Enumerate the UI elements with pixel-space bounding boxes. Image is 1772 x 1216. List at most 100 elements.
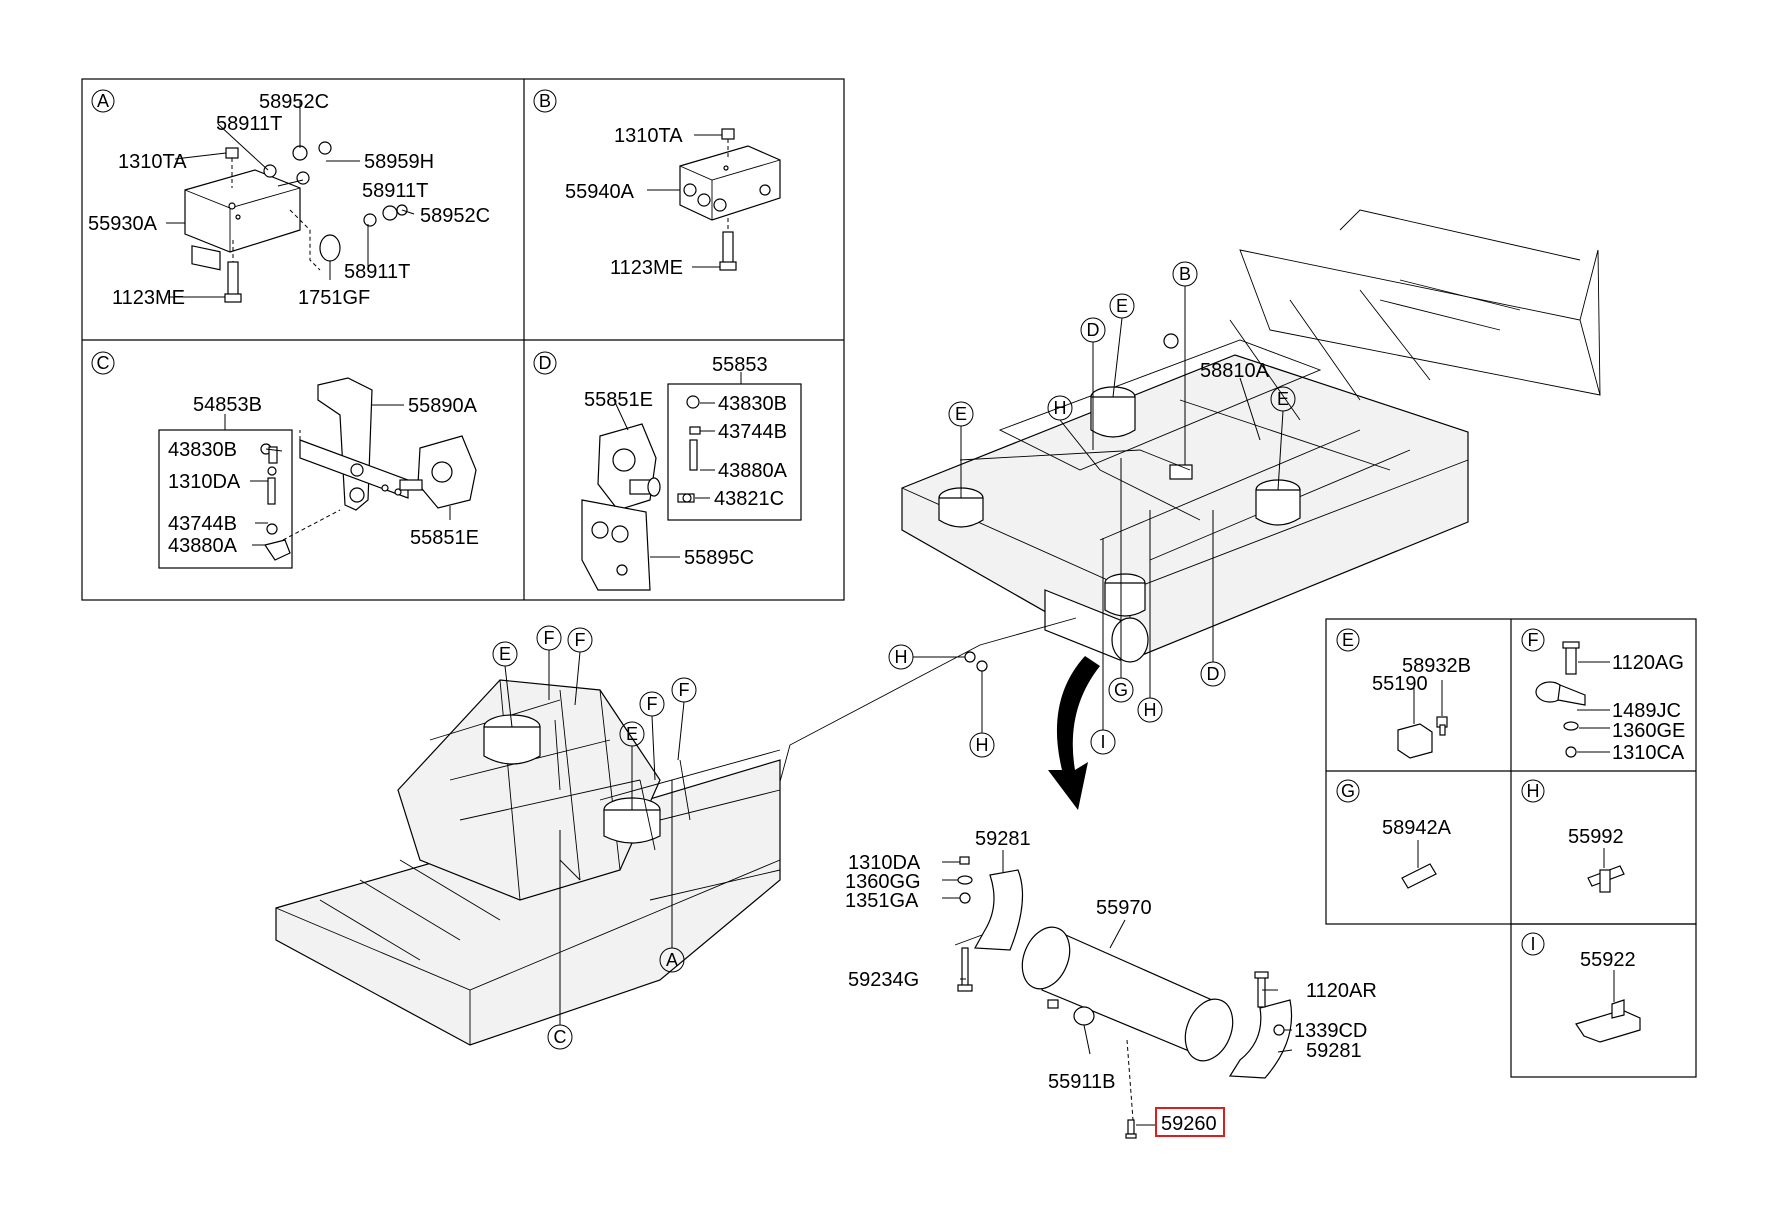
svg-text:H: H: [976, 735, 989, 755]
detail-grid-top-left: [81, 78, 845, 601]
f-label-1360ge: 1360GE: [1612, 720, 1685, 742]
a-label-1310ta: 1310TA: [118, 151, 187, 173]
svg-text:E: E: [499, 644, 511, 664]
section-e: E 58932B 55190: [1336, 628, 1471, 759]
a-label-58952c: 58952C: [259, 91, 329, 113]
callout-d-2: D: [1200, 510, 1226, 687]
c-label-55890a: 55890A: [408, 395, 478, 417]
svg-text:C: C: [97, 353, 110, 373]
c-label-43880a: 43880A: [168, 535, 238, 557]
detail-grid-right: [1325, 618, 1697, 1078]
callout-re-2: E: [619, 721, 645, 810]
tank-label-59281-1: 59281: [975, 828, 1031, 850]
sensor-55851e-c: [399, 435, 477, 509]
highlighted-part-59260[interactable]: 59260: [1155, 1107, 1225, 1137]
callout-g: G: [1108, 458, 1134, 703]
d-label-55895c: 55895C: [684, 547, 754, 569]
valve-block-55940a: [679, 145, 781, 221]
tank-label-1339cd: 1339CD: [1294, 1020, 1367, 1042]
b-label-1123me: 1123ME: [610, 257, 683, 279]
svg-text:D: D: [539, 353, 552, 373]
svg-text:E: E: [626, 724, 638, 744]
section-i: I 55922: [1521, 932, 1641, 1043]
callout-h-3: H: [888, 644, 976, 670]
tank-label-1351ga: 1351GA: [845, 890, 919, 912]
c-label-43830b: 43830B: [168, 439, 237, 461]
f-label-1310ca: 1310CA: [1612, 742, 1685, 764]
svg-text:G: G: [1114, 680, 1128, 700]
tank-label-1310da: 1310DA: [848, 852, 921, 874]
callout-rf-2: F: [567, 627, 593, 706]
d-label-43830b: 43830B: [718, 393, 787, 415]
sensor-55851e-d: [597, 423, 661, 511]
svg-text:H: H: [1527, 781, 1540, 801]
f-label-1489jc: 1489JC: [1612, 700, 1681, 722]
c-label-55851e: 55851E: [410, 527, 479, 549]
valve-block-55930a: [184, 169, 301, 271]
callout-h-1: H: [1047, 395, 1101, 471]
svg-text:59260: 59260: [1161, 1113, 1217, 1135]
tank-label-1360gg: 1360GG: [845, 871, 921, 893]
callout-rf-1: F: [536, 625, 562, 700]
strap-59281-1: [954, 869, 1024, 951]
svg-text:F: F: [679, 680, 690, 700]
svg-text:C: C: [554, 1027, 567, 1047]
callout-ra: A: [659, 780, 685, 973]
svg-text:D: D: [1207, 664, 1220, 684]
svg-text:H: H: [895, 647, 908, 667]
section-a: A 5: [88, 89, 490, 309]
section-d-badge: D: [533, 351, 557, 375]
bracket-55890a: [299, 377, 409, 511]
svg-text:A: A: [97, 91, 109, 111]
section-f: F 1120AG 1489JC 1360GE 1310CA: [1521, 628, 1685, 764]
tank-label-59281-2: 59281: [1306, 1040, 1362, 1062]
clip-1489jc: [1535, 641, 1586, 758]
svg-text:G: G: [1341, 781, 1355, 801]
svg-text:F: F: [1528, 630, 1539, 650]
callout-re-1: E: [492, 641, 518, 728]
d-label-55853: 55853: [712, 354, 768, 376]
section-b-badge: B: [533, 89, 557, 113]
section-g-badge: G: [1336, 779, 1360, 803]
tank-label-1120ar: 1120AR: [1306, 980, 1377, 1002]
d-label-43880a: 43880A: [718, 460, 788, 482]
d-label-43744b: 43744B: [718, 421, 787, 443]
callout-b: B: [1172, 261, 1198, 465]
svg-text:A: A: [666, 950, 678, 970]
rear-chassis-frame: [275, 679, 781, 1046]
callout-e-2: E: [1109, 293, 1135, 398]
svg-text:E: E: [1277, 389, 1289, 409]
svg-text:E: E: [1116, 296, 1128, 316]
svg-text:B: B: [1179, 264, 1191, 284]
tank-label-55911b: 55911B: [1048, 1071, 1115, 1093]
front-chassis-frame: [901, 209, 1601, 663]
svg-text:F: F: [544, 628, 555, 648]
f-label-1120ag: 1120AG: [1612, 652, 1684, 674]
callout-i: I: [1090, 538, 1116, 755]
callout-e-3: E: [1270, 386, 1296, 491]
i-label-55922: 55922: [1580, 949, 1636, 971]
c-label-1310da: 1310DA: [168, 471, 241, 493]
g-label-58942a: 58942A: [1382, 817, 1452, 839]
section-a-badge: A: [91, 89, 115, 113]
svg-text:F: F: [575, 630, 586, 650]
section-d: D 55853 55851E 43830B 43744B 43880A: [533, 351, 802, 591]
fitting-58942a: [1401, 863, 1437, 889]
section-c-badge: C: [91, 351, 115, 375]
svg-text:B: B: [539, 91, 551, 111]
callout-h-2: H: [1137, 510, 1163, 723]
section-h: H 55992: [1521, 779, 1625, 893]
bolt-1123me-a: [224, 240, 242, 303]
e-label-55190: 55190: [1372, 673, 1428, 695]
a-label-1123me: 1123ME: [112, 287, 185, 309]
plate-55895c: [581, 499, 651, 591]
bolt-1310ta-b: [721, 128, 735, 160]
section-e-badge: E: [1336, 628, 1360, 652]
tank-55970: [1021, 926, 1234, 1062]
callout-rc: C: [547, 830, 573, 1050]
c-label-43744b: 43744B: [168, 513, 237, 535]
hardware-right: [1254, 971, 1285, 1036]
d-link-rod: [677, 395, 701, 503]
section-f-badge: F: [1521, 628, 1545, 652]
